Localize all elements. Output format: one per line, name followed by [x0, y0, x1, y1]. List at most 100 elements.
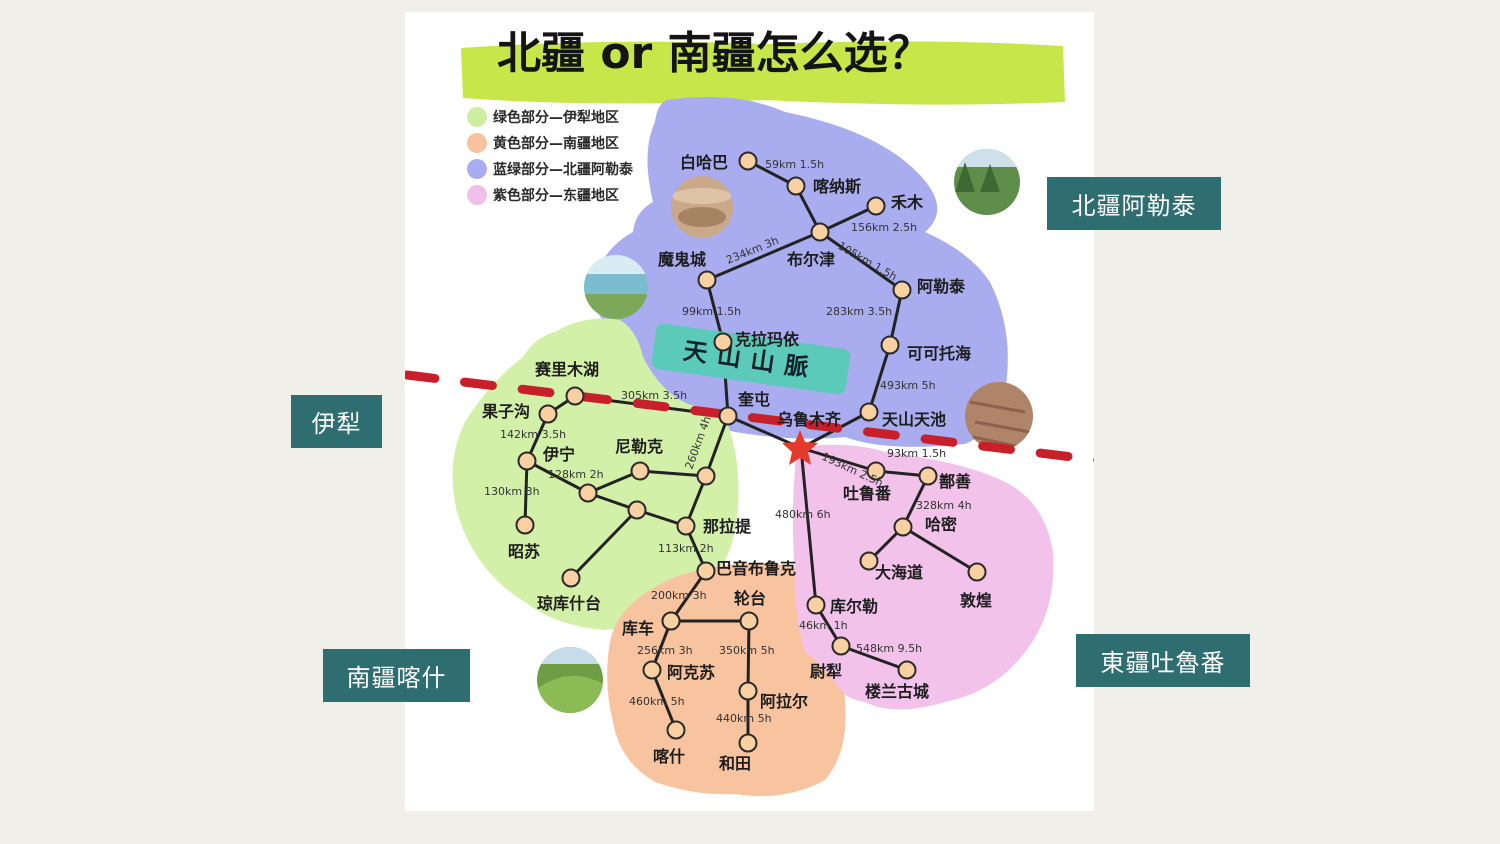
route-burqin-hemu — [819, 204, 877, 234]
node-hemu — [866, 196, 886, 216]
city-label-sayram: 赛里木湖 — [534, 360, 599, 379]
node-j2 — [696, 466, 716, 486]
title-highlight — [461, 41, 1065, 105]
city-nodes — [515, 151, 987, 753]
node-bayinbuluke — [696, 561, 716, 581]
route-label-sayram_kuitun: 305km 3.5h — [621, 389, 687, 402]
route-label-mogui_karamay: 99km 1.5h — [682, 305, 741, 318]
city-label-dahaidao: 大海道 — [875, 563, 923, 582]
city-label-dunhuang: 敦煌 — [960, 591, 992, 610]
route-j3-qiongkushitai — [569, 508, 639, 580]
city-label-nalati: 那拉提 — [703, 517, 752, 536]
route-label-kanas_hemu: 156km 2.5h — [851, 221, 917, 234]
node-j3 — [627, 500, 647, 520]
region-east — [792, 444, 1054, 710]
city-label-zhaosu: 昭苏 — [508, 542, 540, 561]
route-yining-zhaosu — [523, 460, 529, 526]
node-qiongkushitai — [561, 568, 581, 588]
node-kuitun — [718, 406, 738, 426]
legend-item: 蓝绿部分—北疆阿勒泰 — [493, 161, 634, 178]
node-altay — [892, 280, 912, 300]
city-label-akesu: 阿克苏 — [667, 663, 715, 682]
route-akesu-kashi — [650, 669, 678, 731]
node-nalati — [676, 516, 696, 536]
city-label-kuitun: 奎屯 — [737, 390, 770, 409]
city-label-altay: 阿勒泰 — [917, 277, 966, 296]
route-label-yining_zhaosu: 130km 3h — [484, 485, 540, 498]
city-label-shanshan: 鄯善 — [939, 472, 971, 491]
city-label-urumqi: 乌鲁木齐 — [777, 410, 842, 429]
route-yuli-loulan — [840, 644, 908, 672]
region-yili — [452, 318, 739, 630]
desert-photo — [671, 176, 733, 238]
node-hetian — [738, 733, 758, 753]
route-keketuohai-tianchi — [867, 344, 892, 413]
route-kuitun-j2 — [704, 415, 730, 477]
tianshan-divider — [405, 370, 1094, 465]
node-mogui — [697, 270, 717, 290]
city-label-karamay: 克拉玛依 — [735, 330, 800, 349]
node-zhaosu — [515, 515, 535, 535]
route-label-urumqi_korla: 480km 6h — [775, 508, 831, 521]
node-kanas — [786, 176, 806, 196]
city-label-baihaba: 白哈巴 — [680, 153, 728, 172]
city-label-bayinbuluke: 巴音布鲁克 — [716, 559, 796, 578]
node-loulan — [897, 660, 917, 680]
city-label-kuche: 库车 — [622, 619, 654, 638]
route-label-korla_yuli: 46km 1h — [799, 619, 848, 632]
route-urumqi-korla — [799, 447, 818, 606]
route-burqin-altay — [819, 230, 903, 292]
node-yuli — [831, 636, 851, 656]
route-nileke-j2 — [639, 469, 707, 478]
city-label-korla: 库尔勒 — [830, 597, 878, 616]
city-label-hami: 哈密 — [925, 515, 957, 534]
city-label-guozigou: 果子沟 — [481, 402, 530, 421]
node-burqin — [810, 222, 830, 242]
node-hami — [893, 517, 913, 537]
city-labels: 白哈巴喀纳斯禾木布尔津魔鬼城阿勒泰可可托海克拉玛依奎屯乌鲁木齐天山天池赛里木湖果… — [481, 153, 992, 773]
forest-photo — [954, 149, 1020, 215]
city-label-nileke: 尼勒克 — [615, 437, 663, 456]
map-card: 北疆 or 南疆怎么选？ 绿色部分—伊犁地区黄色部分—南疆地区蓝绿部分—北疆阿勒… — [405, 12, 1094, 811]
city-label-tianchi: 天山天池 — [882, 410, 946, 429]
city-label-yuli: 尉犁 — [810, 662, 842, 681]
meadow-photo — [537, 647, 603, 713]
east-xinjiang-label: 東疆吐魯番 — [1076, 634, 1250, 687]
node-akesu — [642, 660, 662, 680]
route-label-turpan_shanshan: 93km 1.5h — [887, 447, 946, 460]
city-label-hetian: 和田 — [719, 754, 751, 773]
map-canvas: 北疆 or 南疆怎么选？ 绿色部分—伊犁地区黄色部分—南疆地区蓝绿部分—北疆阿勒… — [405, 28, 1094, 797]
route-label-akesu_kashi: 460km 5h — [629, 695, 685, 708]
route-label-luntai_alaer: 350km 5h — [719, 644, 775, 657]
route-label-keketuohai_tianchi: 493km 5h — [880, 379, 936, 392]
node-sayram — [565, 386, 585, 406]
city-label-kanas: 喀纳斯 — [813, 177, 861, 196]
legend-item: 紫色部分—东疆地区 — [493, 187, 619, 204]
route-label-yuli_loulan: 548km 9.5h — [856, 642, 922, 655]
node-shanshan — [918, 466, 938, 486]
route-label-altay_keketuohai: 283km 3.5h — [826, 305, 892, 318]
city-label-keketuohai: 可可托海 — [907, 344, 971, 363]
city-label-turpan: 吐鲁番 — [843, 484, 892, 503]
legend-item: 黄色部分—南疆地区 — [493, 135, 619, 152]
route-label-yining_junction: 128km 2h — [548, 468, 604, 481]
node-guozigou — [538, 404, 558, 424]
route-label-alaer_hetian: 440km 5h — [716, 712, 772, 725]
node-yining — [517, 451, 537, 471]
route-label-kuche_akesu: 256km 3h — [637, 644, 693, 657]
route-burqin-mogui — [706, 230, 821, 282]
node-korla — [806, 595, 826, 615]
city-label-luntai: 轮台 — [734, 589, 766, 608]
city-label-alaer: 阿拉尔 — [760, 692, 808, 711]
mountain-banner: 天山山脈 — [651, 323, 851, 395]
route-hami-dunhuang — [902, 525, 978, 574]
node-j1 — [578, 483, 598, 503]
route-label-guozigou_yining: 142km 3.5h — [500, 428, 566, 441]
route-label-bayinbuluke_kuche: 200km 3h — [651, 589, 707, 602]
node-karamay — [713, 332, 733, 352]
north-xinjiang-label: 北疆阿勒泰 — [1047, 177, 1221, 230]
rock-photo — [965, 382, 1033, 450]
route-label-baihaba_kanas: 59km 1.5h — [765, 158, 824, 171]
node-dahaidao — [859, 551, 879, 571]
yili-label: 伊犁 — [291, 395, 382, 448]
